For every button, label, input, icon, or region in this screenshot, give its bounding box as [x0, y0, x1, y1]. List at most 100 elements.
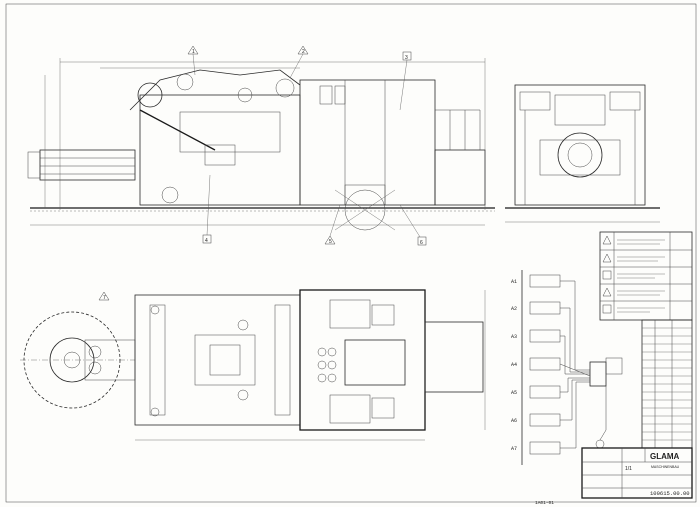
gripper-jaw: [27, 151, 41, 179]
plan-pulley-1: [237, 319, 249, 331]
plan-wheel-rl: [150, 407, 160, 417]
chassis-rail-right: [274, 304, 291, 416]
valve-block-2: [529, 301, 561, 315]
drawing-number: 100615.00.00: [650, 490, 690, 497]
leader-3: [206, 174, 211, 236]
engine-aux-1: [371, 304, 395, 326]
front-rotator: [557, 132, 603, 178]
front-top-left: [519, 91, 551, 111]
valve-block-1: [529, 274, 561, 288]
hydraulic-schematic: A1 A2 A3 A4 A5 A6 A7: [511, 270, 623, 465]
return-line: [599, 386, 607, 441]
hyd-label-4: A4: [511, 362, 517, 368]
engine-block-2: [329, 394, 371, 424]
callout-label-4: 4: [205, 238, 208, 244]
legend-symbol-1: [602, 235, 612, 245]
valve-1: [317, 347, 327, 357]
front-center-block: [554, 94, 606, 126]
valve-4: [327, 360, 337, 370]
engine-center: [344, 339, 406, 386]
valve-3: [317, 360, 327, 370]
boom-pulley-3: [237, 87, 253, 103]
callout-label-6: 6: [420, 240, 423, 246]
callout-label-1: 1: [192, 49, 195, 55]
valve-block-3: [529, 329, 561, 343]
boom-base-plan: [194, 334, 256, 386]
pump-unit: [589, 361, 607, 387]
hyd-label-6: A6: [511, 418, 517, 424]
plan-callout-triangle: [98, 291, 110, 301]
callout-label-2: 2: [302, 49, 305, 55]
side-elevation-view: 1 2 3 4 5 6: [27, 45, 495, 246]
gripper-pin-1: [88, 345, 102, 359]
engine-compartment-plan: [299, 289, 426, 431]
valve-2: [327, 347, 337, 357]
pipe-4: [559, 363, 591, 377]
legend-symbol-5: [602, 304, 612, 314]
legend-table: [599, 231, 693, 321]
valve-block-6: [529, 413, 561, 427]
valve-block-4: [529, 357, 561, 371]
hyd-label-7: A7: [511, 446, 517, 452]
exhaust-pipe-1: [319, 85, 333, 105]
filter-symbol: [595, 439, 605, 449]
rear-railing: [435, 109, 481, 150]
callout-label-5: 5: [329, 239, 332, 245]
legend-symbol-4: [602, 287, 612, 297]
frame-window: [179, 111, 281, 153]
plan-wheel-fl: [150, 305, 160, 315]
pipe-1: [560, 280, 590, 371]
boom-pulley-2: [275, 78, 295, 98]
pipe-5: [560, 377, 590, 393]
company-subtitle: MASCHINENBAU: [651, 465, 680, 469]
leader-5: [289, 53, 304, 79]
valve-6: [327, 373, 337, 383]
valve-5: [317, 373, 327, 383]
company-logo-text: GLAMA: [650, 452, 680, 461]
schematic-branch-group: [529, 274, 623, 455]
boom-arm: [129, 69, 301, 111]
front-rotator-hub: [567, 142, 593, 168]
leader-1: [329, 204, 341, 237]
axle-housing: [344, 184, 386, 206]
legend-symbol-3: [602, 270, 612, 280]
leader-2: [399, 204, 421, 238]
rear-platform: [434, 149, 486, 206]
counterweight-plan: [424, 321, 484, 393]
leader-6: [399, 59, 408, 111]
callout-label-3: 3: [405, 55, 408, 61]
boom-pulley-1: [176, 73, 194, 91]
pipe-6: [560, 379, 590, 421]
plan-view: 7: [20, 289, 486, 441]
hyd-label-3: A3: [511, 334, 517, 340]
footnote-code: 1A01-01: [535, 500, 554, 506]
front-frame: [514, 84, 646, 206]
front-top-right: [609, 91, 641, 111]
hyd-label-5: A5: [511, 390, 517, 396]
hyd-label-1: A1: [511, 279, 517, 285]
engine-block-1: [329, 299, 371, 329]
callout-triangle-3: [324, 235, 336, 245]
front-elevation-view: [505, 84, 660, 223]
cylinder-mount: [204, 144, 236, 166]
front-wheel: [161, 186, 179, 204]
legend-symbol-2: [602, 253, 612, 263]
lift-cylinder: [139, 109, 216, 151]
plan-pulley-2: [237, 389, 249, 401]
exhaust-pipe-2: [334, 85, 346, 105]
engine-aux-2: [371, 397, 395, 419]
hyd-label-2: A2: [511, 306, 517, 312]
boom-turret-plan: [209, 344, 241, 376]
front-gripper: [39, 149, 136, 181]
boom-pivot: [137, 82, 163, 108]
callout-box-3: [417, 236, 427, 246]
callout-label-7: 7: [103, 295, 106, 301]
front-gripper-body: [539, 139, 621, 176]
pipe-7: [560, 381, 590, 449]
valve-block-5: [529, 385, 561, 399]
leader-4: [192, 53, 196, 76]
valve-block-7: [529, 441, 561, 455]
chassis-rail-left: [149, 304, 166, 416]
rear-wheel: [344, 189, 386, 231]
